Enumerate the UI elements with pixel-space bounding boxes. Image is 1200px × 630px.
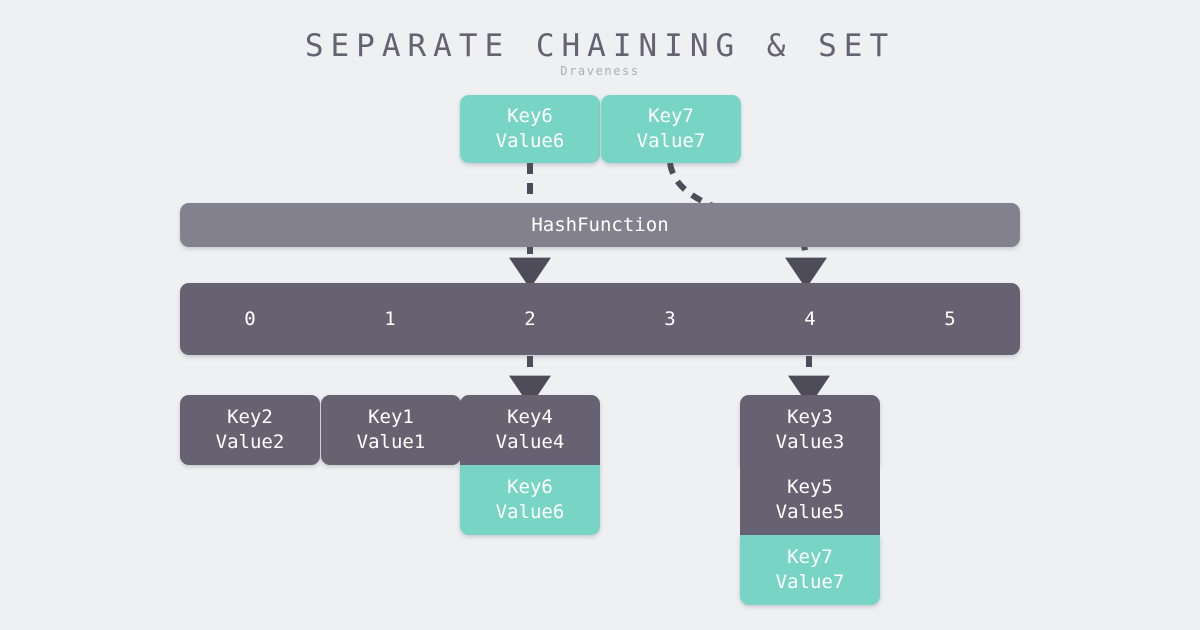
chain1-node-key1[interactable]: Key1 Value1 [321,395,461,465]
page-title: SEPARATE CHAINING & SET [304,28,896,64]
bucket-cell-1[interactable]: 1 [320,283,460,355]
entry-key: Key7 [648,105,694,127]
entry-value: Value6 [495,130,565,152]
bucket-index-label: 5 [944,308,956,330]
entry-value: Value1 [356,431,426,453]
incoming-entry-key6[interactable]: Key6 Value6 [460,95,600,163]
entry-key: Key2 [227,406,273,428]
chain4-node-key3[interactable]: Key3 Value3 [740,395,880,465]
chain0-node-key2[interactable]: Key2 Value2 [180,395,320,465]
entry-key: Key6 [507,105,553,127]
bucket-array: 0 1 2 3 4 5 [180,283,1020,355]
bucket-cell-3[interactable]: 3 [600,283,740,355]
entry-key: Key7 [787,546,833,568]
bucket-index-label: 2 [524,308,536,330]
entry-key: Key1 [368,406,414,428]
entry-key: Key4 [507,406,553,428]
bucket-cell-5[interactable]: 5 [880,283,1020,355]
entry-value: Value7 [775,571,845,593]
bucket-cell-4[interactable]: 4 [740,283,880,355]
bucket-cell-2[interactable]: 2 [460,283,600,355]
page-subtitle: Draveness [560,64,640,78]
bucket-cell-0[interactable]: 0 [180,283,320,355]
chain2-node-key4[interactable]: Key4 Value4 [460,395,600,465]
chain2-node-key6[interactable]: Key6 Value6 [460,465,600,535]
entry-value: Value7 [636,130,706,152]
entry-value: Value6 [495,501,565,523]
entry-value: Value5 [775,501,845,523]
bucket-index-label: 0 [244,308,256,330]
chain4-node-key5[interactable]: Key5 Value5 [740,465,880,535]
entry-key: Key3 [787,406,833,428]
hash-function-label: HashFunction [531,214,669,236]
bucket-index-label: 3 [664,308,676,330]
entry-value: Value4 [495,431,565,453]
entry-value: Value3 [775,431,845,453]
bucket-index-label: 1 [384,308,396,330]
entry-key: Key6 [507,476,553,498]
entry-key: Key5 [787,476,833,498]
bucket-index-label: 4 [804,308,816,330]
incoming-entry-key7[interactable]: Key7 Value7 [601,95,741,163]
chain4-node-key7[interactable]: Key7 Value7 [740,535,880,605]
hash-function-bar[interactable]: HashFunction [180,203,1020,247]
entry-value: Value2 [215,431,285,453]
